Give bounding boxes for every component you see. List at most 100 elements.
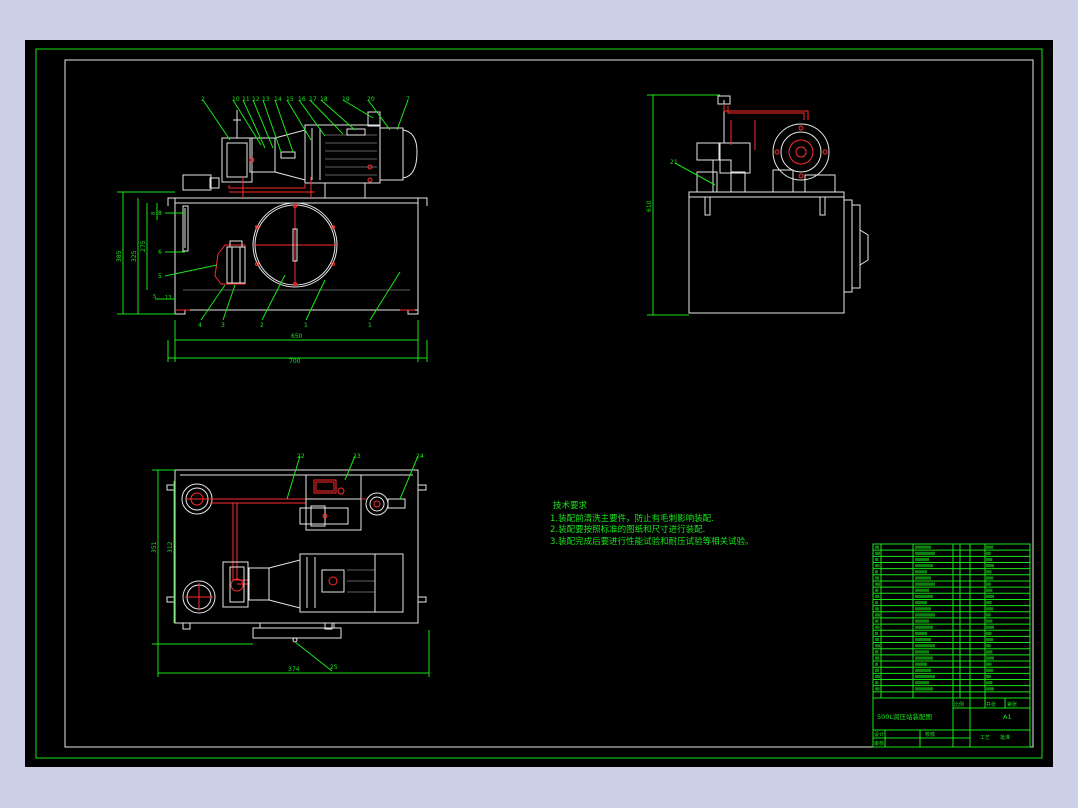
parts-cell-mark [915,551,935,555]
parts-cell-mark [915,607,931,611]
front-balloon: 16 [298,96,306,103]
front-view: 2 10 11 12 13 14 15 16 17 18 19 20 7 8 6… [116,96,428,365]
parts-cell-mark [915,662,927,666]
parts-cell-mark [986,570,992,574]
title-block: 500L润压站装配图 A1 设计 审核 比例 共张 第张 校核 工艺 批准 [872,697,1031,748]
dim-side-height: 610 [646,200,653,212]
parts-cell-mark [875,687,880,691]
parts-cell-mark [915,650,929,654]
sheet-size: A1 [1003,713,1012,721]
top-motor [299,553,376,613]
parts-cell-mark [875,668,879,672]
top-balloon: 22 [297,453,305,460]
side-balloon: 21 [670,159,678,166]
parts-cell-mark [875,545,879,549]
parts-cell-mark [915,638,931,642]
front-balloon: 15 [286,96,294,103]
side-view: 21 610 [646,94,869,316]
inner-border [64,59,1034,748]
dim-height-total: 385 [116,250,123,262]
suction-cover [182,580,216,614]
parts-cell-mark [986,687,994,691]
dim-depth: 351 [151,541,158,553]
parts-cell-mark [875,674,880,679]
parts-cell-mark [875,650,879,654]
top-balloon: 24 [416,453,424,460]
drawing-sheet: 2 10 11 12 13 14 15 16 17 18 19 20 7 8 6… [25,40,1053,767]
tb-label: 设计 [874,731,884,738]
parts-cell-mark [915,644,935,648]
parts-cell-mark [986,601,992,605]
parts-cell-mark [875,551,880,555]
parts-cell-mark [915,631,927,635]
dim-depth-inner: 312 [167,541,174,553]
front-balloon: 20 [367,96,375,103]
parts-cell-mark [875,564,880,568]
parts-cell-mark [875,594,880,599]
parts-cell-mark [875,619,879,623]
front-tank [174,197,419,311]
front-balloon: 14 [274,96,282,103]
top-view: 22 23 24 25 351 312 374 [151,453,430,677]
parts-cell-mark [875,613,880,617]
parts-cell-mark [875,601,878,605]
parts-cell-mark [915,668,931,672]
top-balloon: 23 [353,453,361,460]
parts-cell-mark [875,681,879,685]
dim-overall-width: 700 [289,358,301,365]
tb-footer: 批准 [1000,734,1010,741]
parts-list [872,543,1031,699]
return-filter [214,244,246,285]
drawing-title: 500L润压站装配图 [877,712,932,721]
parts-cell-mark [986,674,991,679]
front-balloon: 2 [260,322,264,329]
parts-cell-mark [986,638,994,642]
parts-cell-mark [875,656,880,660]
dim-height-mid: 325 [131,250,138,262]
parts-cell-mark [915,601,927,605]
dim-height-inner: 275 [140,240,147,252]
dim-leader: 25 [330,664,338,671]
parts-cell-mark [875,557,879,562]
front-balloon: 13 [262,96,270,103]
front-balloon: 8 [158,210,162,217]
parts-cell-mark [915,557,929,562]
parts-cell-mark [986,625,994,629]
valve-block [305,474,362,531]
dim-inner-width: 650 [291,333,303,340]
parts-cell-mark [875,570,878,574]
parts-cell-mark [875,662,878,666]
side-tank [688,191,845,314]
parts-cell-mark [986,644,991,648]
dim-level-ref: 5 [153,294,156,300]
parts-cell-mark [986,557,993,562]
parts-cell-mark [915,588,929,592]
front-balloon: 18 [320,96,328,103]
tech-note-3: 3.装配完成后要进行性能试验和耐压试验等相关试验。 [550,536,754,547]
parts-cell-mark [915,674,935,679]
tb-footer: 工艺 [980,735,990,741]
parts-cell-mark [875,582,880,586]
tech-notes: 技术要求 1.装配前清洗主要件，防止有毛刺影响装配. 2.装配要按照标准的图纸和… [550,500,754,547]
front-balloon: 4 [198,322,202,329]
front-balloon: 6 [158,249,162,256]
parts-cell-mark [915,687,933,691]
parts-cell-mark [986,662,992,666]
parts-cell-mark [986,607,994,611]
parts-cell-mark [986,681,993,685]
motor-flange [772,123,830,181]
parts-cell-mark [875,588,879,592]
parts-cell-mark [986,545,994,549]
tech-note-2: 2.装配要按照标准的图纸和尺寸进行装配. [550,524,705,535]
tech-note-1: 1.装配前清洗主要件，防止有毛刺影响装配. [550,513,714,524]
front-balloon: 19 [342,96,350,103]
dim-small: 8 [151,212,157,215]
tb-label: 共张 [986,701,996,708]
front-balloon: 17 [309,96,317,103]
dim-length: 374 [288,666,300,673]
parts-cell-mark [915,656,933,660]
front-balloon: 7 [406,96,410,103]
parts-cell-mark [986,619,993,623]
parts-cell-mark [915,594,933,599]
parts-cell-mark [915,619,929,623]
